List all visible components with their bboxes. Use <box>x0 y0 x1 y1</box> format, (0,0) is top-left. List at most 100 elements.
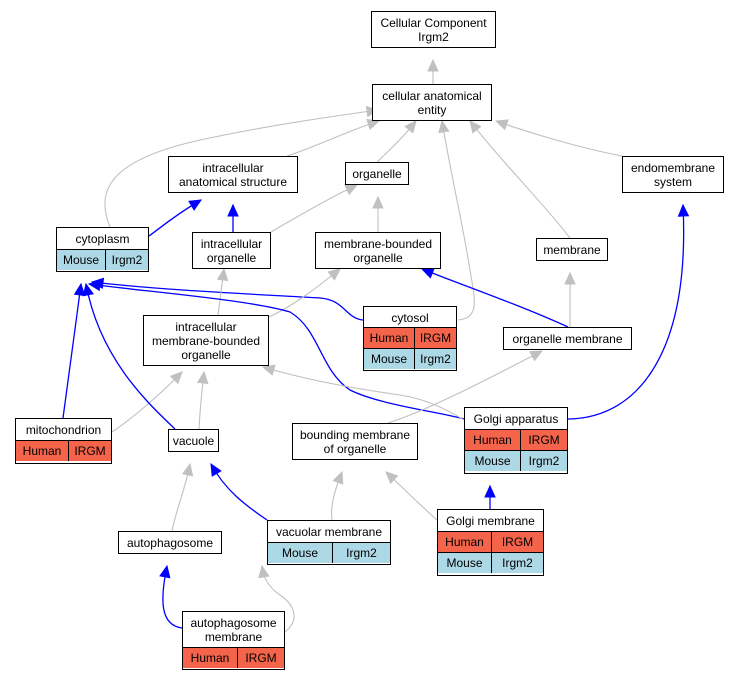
edge-golgi-to-cytoplasm <box>88 283 465 420</box>
node-bounding-membrane-of-organelle[interactable]: bounding membrane of organelle <box>292 423 418 460</box>
species-cell: Human <box>465 430 520 450</box>
edge-arrowhead <box>73 282 86 297</box>
species-cell: Mouse <box>57 250 105 270</box>
species-cell: Human <box>16 441 68 461</box>
node-cellular-anatomical-entity[interactable]: cellular anatomical entity <box>372 84 492 121</box>
edge-arrowhead <box>677 203 690 217</box>
gene-cell: IRGM <box>520 430 567 450</box>
species-cell: Mouse <box>465 451 520 471</box>
edge-arrowhead <box>404 120 417 134</box>
node-membrane[interactable]: membrane <box>536 238 608 261</box>
node-vacuole[interactable]: vacuole <box>168 429 219 452</box>
node-golgi-apparatus[interactable]: Golgi apparatus Human IRGM Mouse Irgm2 <box>464 407 568 474</box>
edge-arrowhead <box>564 271 576 285</box>
node-intracellular-anatomical-structure[interactable]: intracellular anatomical structure <box>168 156 298 193</box>
gene-cell: Irgm2 <box>414 349 456 369</box>
node-label: vacuole <box>172 433 215 448</box>
node-label: cellular anatomical entity <box>382 88 482 117</box>
edge-arrowhead <box>169 371 183 385</box>
node-intracellular-organelle[interactable]: intracellular organelle <box>192 232 271 269</box>
node-label: autophagosome <box>126 535 214 550</box>
edge-arrowhead <box>332 470 344 485</box>
edge-arrowhead <box>258 564 270 579</box>
species-cell: Human <box>364 328 414 348</box>
edge-ias-to-cae <box>286 120 380 157</box>
gene-cell: Irgm2 <box>105 250 148 270</box>
edge-arrowhead <box>227 203 239 217</box>
node-endomembrane-system[interactable]: endomembrane system <box>622 156 724 193</box>
node-vacuolar-membrane[interactable]: vacuolar membrane Mouse Irgm2 <box>267 520 391 565</box>
node-label: mitochondrion <box>16 419 111 441</box>
edge-membrane-to-cae <box>469 120 571 239</box>
edge-cytosol-to-cytoplasm <box>91 281 364 321</box>
edge-arrowhead <box>469 120 482 134</box>
species-row: Mouse Irgm2 <box>57 250 148 270</box>
gene-cell: IRGM <box>414 328 456 348</box>
edge-arrowhead <box>438 119 450 134</box>
species-row: Human IRGM <box>16 441 111 461</box>
species-cell: Mouse <box>268 543 332 563</box>
node-label: Golgi apparatus <box>465 408 567 430</box>
species-cell: Human <box>438 532 491 552</box>
node-autophagosome-membrane[interactable]: autophagosome membrane Human IRGM <box>182 611 285 670</box>
node-autophagosome[interactable]: autophagosome <box>118 531 222 554</box>
edge-om-to-mbo <box>421 268 569 328</box>
gene-cell: Irgm2 <box>332 543 390 563</box>
species-row: Human IRGM <box>438 532 543 552</box>
edge-arrowhead <box>197 370 209 385</box>
node-intracellular-membrane-bounded-organelle[interactable]: intracellular membrane-bounded organelle <box>143 315 269 366</box>
node-label: cytosol <box>364 307 456 328</box>
node-label: bounding membrane of organelle <box>299 427 411 456</box>
node-label: intracellular anatomical structure <box>178 160 288 189</box>
species-cell: Mouse <box>438 553 491 573</box>
node-label: membrane <box>543 242 601 257</box>
edge-arrowhead <box>181 462 194 477</box>
node-label: organelle <box>352 166 402 181</box>
node-membrane-bounded-organelle[interactable]: membrane-bounded organelle <box>315 232 441 269</box>
edge-arrowhead <box>344 184 359 196</box>
node-cytoplasm[interactable]: cytoplasm Mouse Irgm2 <box>56 227 149 272</box>
edge-arrowhead <box>529 350 544 362</box>
node-organelle[interactable]: organelle <box>345 162 409 185</box>
edge-arrowhead <box>372 195 384 209</box>
node-organelle-membrane[interactable]: organelle membrane <box>503 327 632 350</box>
edge-mito-to-cytoplasm <box>62 283 82 419</box>
node-golgi-membrane[interactable]: Golgi membrane Human IRGM Mouse Irgm2 <box>437 509 544 576</box>
node-label: intracellular organelle <box>200 236 263 265</box>
gene-cell: IRGM <box>68 441 111 461</box>
edge-arrowhead <box>385 471 399 485</box>
edge-endo-to-cae <box>495 120 623 157</box>
edge-arrowhead <box>159 564 171 579</box>
species-row: Mouse Irgm2 <box>268 543 390 563</box>
species-row: Human IRGM <box>364 328 456 348</box>
edge-arrowhead <box>427 58 439 72</box>
edge-arrowhead <box>210 462 222 477</box>
gene-cell: Irgm2 <box>491 553 543 573</box>
edge-arrowhead <box>82 282 94 297</box>
gene-cell: Irgm2 <box>520 451 567 471</box>
gene-cell: IRGM <box>491 532 543 552</box>
edge-golgi-to-imbo <box>262 366 465 421</box>
node-label: endomembrane system <box>630 160 716 189</box>
node-label: organelle membrane <box>512 331 623 346</box>
edge-arrowhead <box>87 279 102 292</box>
edge-arrowhead <box>420 267 435 279</box>
node-label: membrane-bounded organelle <box>323 236 433 265</box>
edge-arrowhead <box>216 267 229 282</box>
edge-arrowhead <box>261 364 276 376</box>
edge-cytoplasm-to-cae <box>104 109 379 228</box>
node-label: vacuolar membrane <box>268 521 390 543</box>
node-label: Golgi membrane <box>438 510 543 532</box>
edge-arrowhead <box>327 268 341 281</box>
node-label: intracellular membrane-bounded organelle <box>151 319 261 362</box>
species-row: Mouse Irgm2 <box>438 552 543 573</box>
species-row: Human IRGM <box>465 430 567 450</box>
edge-mito-to-imbo <box>111 371 183 433</box>
species-row: Human IRGM <box>183 648 284 668</box>
edge-cytosol-to-cae <box>441 120 475 321</box>
edge-arrowhead <box>484 484 496 498</box>
node-mitochondrion[interactable]: mitochondrion Human IRGM <box>15 418 112 464</box>
edge-vacuole-to-cytoplasm <box>85 283 176 430</box>
node-cellular-component[interactable]: Cellular Component Irgm2 <box>371 11 496 48</box>
node-cytosol[interactable]: cytosol Human IRGM Mouse Irgm2 <box>363 306 457 371</box>
